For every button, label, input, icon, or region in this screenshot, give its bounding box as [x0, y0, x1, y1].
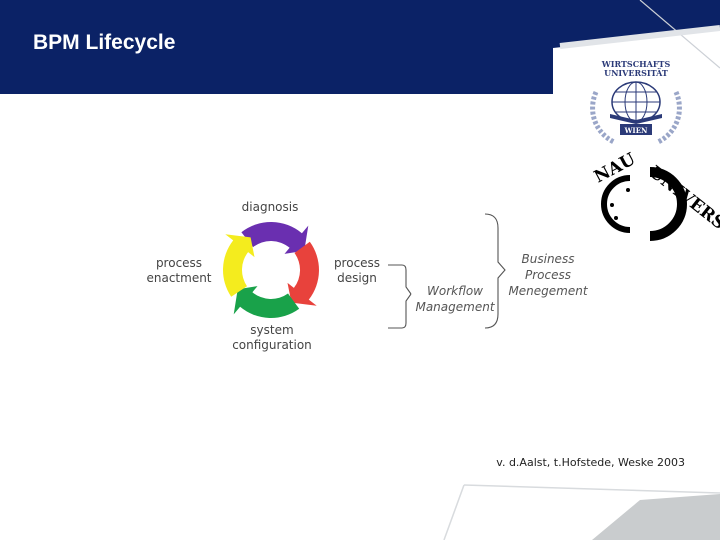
wu-logo-line1: WIRTSCHAFTS [601, 59, 671, 69]
bracket-design-top [388, 264, 412, 295]
wu-logo-line2: UNIVERSITÄT [604, 68, 668, 78]
label-process-design: process design [324, 256, 390, 286]
label-process-design-line1: process [333, 256, 381, 270]
header-sweep-line-2 [559, 25, 720, 49]
slide-title: BPM Lifecycle [33, 31, 176, 54]
label-system-configuration-line2: configuration [232, 338, 312, 352]
label-bpm-line2: Process [525, 268, 571, 282]
arc-configuration-arrow [233, 286, 300, 319]
header-band [0, 0, 720, 94]
footer-sweep-line [463, 484, 720, 494]
footer-sweep-line-2 [443, 484, 465, 540]
label-diagnosis: diagnosis [241, 200, 299, 214]
wu-wien-logo: WIRTSCHAFTS UNIVERSITÄT WIEN [590, 59, 682, 145]
label-workflow-management: Workflow Management [410, 283, 500, 315]
label-system-configuration: system configuration [222, 323, 322, 353]
label-business-process-management: Business Process Menegement [500, 251, 596, 299]
label-system-configuration-line1: system [250, 323, 294, 337]
label-workflow-management-line1: Workflow [427, 284, 483, 298]
lifecycle-cycle [223, 221, 319, 319]
footer-gray-band [592, 494, 720, 540]
label-process-design-line2: design [337, 271, 377, 285]
arc-enactment-arrow [223, 234, 255, 297]
bracket-workflow [484, 213, 506, 329]
bracket-design-bottom [388, 293, 412, 329]
wu-logo-city: WIEN [624, 126, 648, 135]
label-workflow-management-line2: Management [415, 300, 495, 314]
arc-design-arrow [287, 241, 319, 306]
label-bpm-line3: Menegement [508, 284, 588, 298]
arc-diagnosis-arrow [241, 221, 309, 254]
label-bpm-line1: Business [521, 252, 575, 266]
citation: v. d.Aalst, t.Hofstede, Weske 2003 [496, 456, 685, 469]
nau-universitaet-logo: NAU UNIVERSITÄT [591, 149, 720, 261]
label-process-enactment-line2: enactment [146, 271, 212, 285]
label-process-enactment-line1: process [155, 256, 203, 270]
label-process-enactment: process enactment [140, 256, 218, 286]
